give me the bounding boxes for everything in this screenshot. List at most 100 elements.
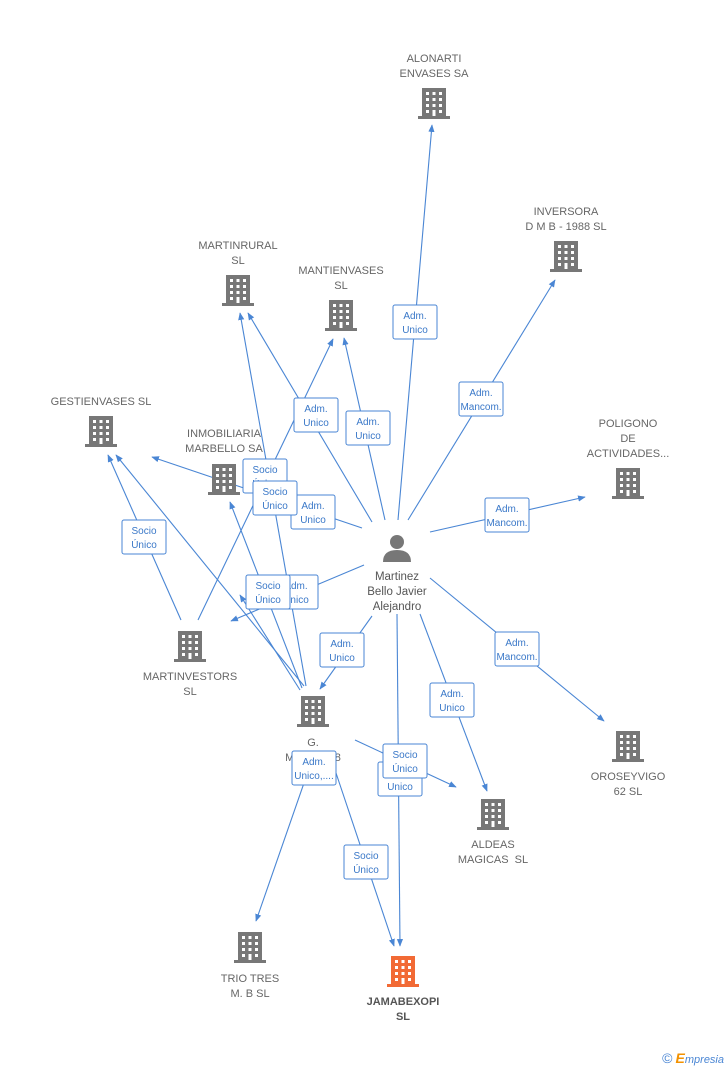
company-label: G. [307,737,319,749]
company-node-gestienvases[interactable]: GESTIENVASES SL [51,396,152,447]
edge-label-p-inversora[interactable]: Adm.Mancom. [458,381,504,417]
edge-label-p-oroseyvigo[interactable]: Adm.Mancom. [494,631,540,667]
company-label: MARTINRURAL [198,240,277,252]
brand-rest: mpresia [684,1054,724,1066]
edge-label-text: Socio [353,851,378,862]
company-label: DE [620,433,635,445]
building-icon [297,696,329,727]
company-node-oroseyvigo[interactable]: OROSEYVIGO 62 SL [591,731,666,798]
person-label: Martinez [375,571,419,583]
edge-label-martinvestors-mantienvases[interactable]: Adm.Unico [293,397,339,433]
edge-label-text: Adm. [403,311,426,322]
edge-label-box [121,519,167,555]
edge-label-text: Unico,.... [294,771,333,782]
company-label: INMOBILIARIA [187,428,262,440]
edge-label-gma-triotres[interactable]: Adm. Unico,.... [291,750,337,786]
empresia-logo: © Empresia [662,1050,724,1066]
company-label: OROSEYVIGO [591,771,666,783]
edge-label-text: Adm. [440,689,463,700]
edge-label-box [293,397,339,433]
company-label: M. B SL [230,988,269,1000]
edge-label-p-inmobiliaria[interactable]: Adm. Unico [290,494,336,530]
company-label: ALONARTI [407,53,462,65]
company-label: JAMABEXOPI [367,996,440,1008]
edge-gma-gestienvases [115,454,305,687]
edge-label-p-poligono[interactable]: Adm.Mancom. [484,497,530,533]
edge-label-text: Unico [300,515,326,526]
edge-label-box [291,750,337,786]
company-node-jamabexopi[interactable]: JAMABEXOPI SL [367,956,440,1023]
building-icon [418,88,450,119]
company-label: 62 SL [614,786,643,798]
edge-label-text: Único [262,499,288,512]
edge-label-box [252,480,298,516]
building-icon [222,275,254,306]
building-icon [174,631,206,662]
copyright-symbol: © [662,1050,673,1066]
edge-label-text: Socio [255,581,280,592]
company-label: SL [334,280,347,292]
company-label: SL [396,1011,410,1023]
edge-label-text: Adm. [330,639,353,650]
building-icon [208,464,240,495]
edge-label-p-gma[interactable]: Adm. Unico [319,632,365,668]
building-icon [325,300,357,331]
company-node-inmobiliaria[interactable]: INMOBILIARIA MARBELLO SA [185,428,263,495]
company-label: INVERSORA [534,206,599,218]
edge-label-box [429,682,475,718]
building-icon [612,731,644,762]
building-icon [234,932,266,963]
company-node-inversora[interactable]: INVERSORA D M B - 1988 SL [525,206,607,272]
edge-label-text: Único [353,863,379,876]
edge-label-text: Único [392,762,418,775]
edge-labels-layer: Adm.UnicoAdm.Mancom.Adm.UnicoAdm.UnicoAd… [121,304,540,880]
edge-label-text: Unico [387,782,413,793]
company-label: MARTINVESTORS [143,671,237,683]
building-icon [477,799,509,830]
edge-label-text: Adm. [301,501,324,512]
company-label: GESTIENVASES SL [51,396,152,408]
company-node-mantienvases[interactable]: MANTIENVASES SL [298,265,384,331]
person-label: Alejandro [373,601,422,613]
building-icon [550,241,582,272]
brand-initial: E [675,1050,685,1066]
company-label: TRIO TRES [221,973,279,985]
edge-label-text: Mancom. [496,652,537,663]
edge-label-box [345,410,391,446]
edge-label-box [245,574,291,610]
company-node-triotres[interactable]: TRIO TRES M. B SL [221,932,279,1000]
company-label: POLIGONO [599,418,658,430]
edge-label-p-alonarti[interactable]: Adm. Unico [392,304,438,340]
company-label: MARBELLO SA [185,443,263,455]
edge-label-text: Único [255,593,281,606]
edge-label-box [484,497,530,533]
edge-label-text: Adm. [302,757,325,768]
edge-label-text: Unico [439,703,465,714]
edge-label-text: Unico [329,653,355,664]
company-label: MANTIENVASES [298,265,383,277]
edge-label-box [494,631,540,667]
edge-label-text: Unico [402,325,428,336]
edge-label-box [392,304,438,340]
edge-label-box [343,844,389,880]
building-icon [387,956,419,987]
edge-label-p-mantienvases[interactable]: Adm.Unico [345,410,391,446]
edge-label-text: Socio [392,750,417,761]
company-label: D M B - 1988 SL [525,221,606,233]
person-label: Bello Javier [367,586,427,598]
edge-label-p-aldeas[interactable]: Adm. Unico [429,682,475,718]
edge-label-text: Mancom. [486,518,527,529]
company-node-poligono[interactable]: POLIGONODEACTIVIDADES... [587,418,670,499]
edge-label-text: Adm. [469,388,492,399]
edge-label-text: Adm. [356,417,379,428]
